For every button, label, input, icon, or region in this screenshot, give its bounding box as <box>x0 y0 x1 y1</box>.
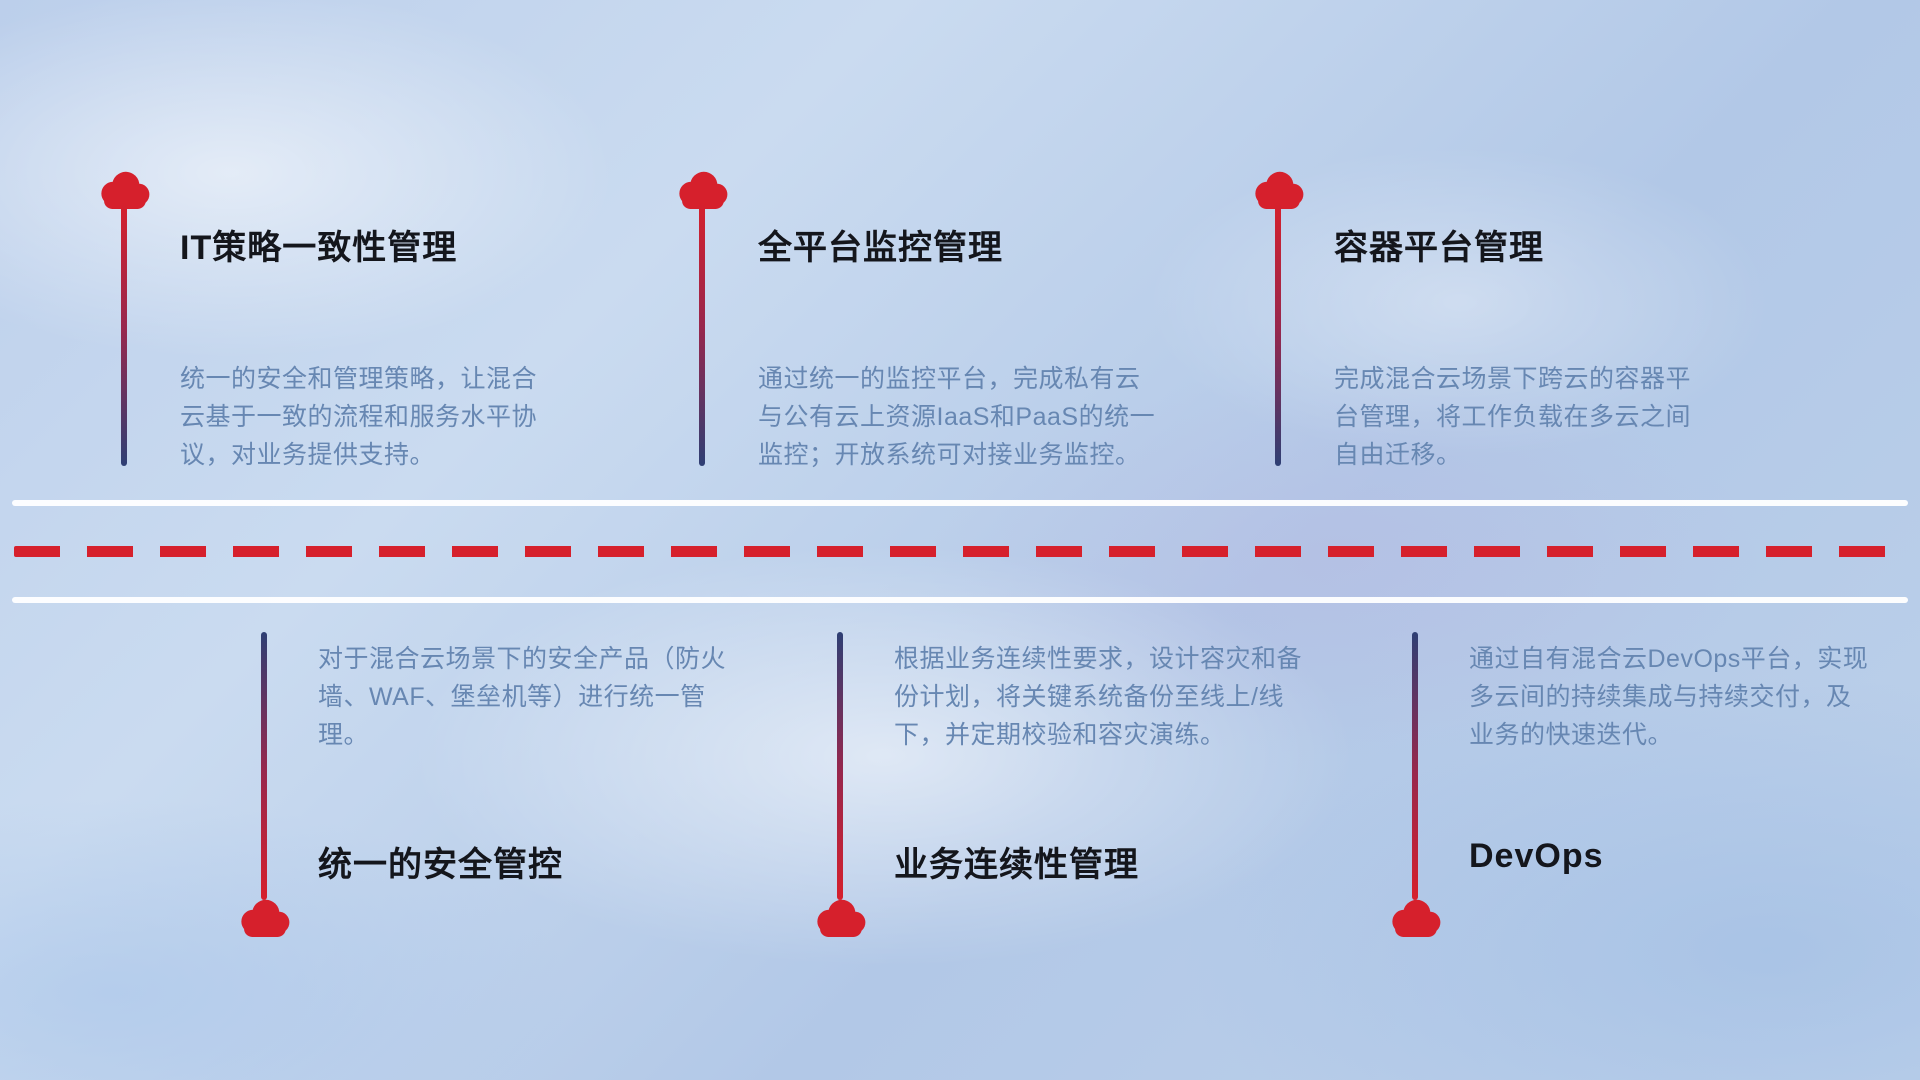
diagram-item-container-platform: 容器平台管理 完成混合云场景下跨云的容器平台管理，将工作负载在多云之间自由迁移。 <box>1249 168 1729 469</box>
item-description: 完成混合云场景下跨云的容器平台管理，将工作负载在多云之间自由迁移。 <box>1334 365 1692 469</box>
item-title: 容器平台管理 <box>1334 229 1544 267</box>
cloud-icon <box>101 171 150 209</box>
diagram-item-platform-monitoring: 全平台监控管理 通过统一的监控平台，完成私有云与公有云上资源IaaS和PaaS的… <box>673 168 1155 469</box>
item-description: 对于混合云场景下的安全产品（防火墙、WAF、堡垒机等）进行统一管理。 <box>318 645 727 749</box>
diagram-item-security-control: 对于混合云场景下的安全产品（防火墙、WAF、堡垒机等）进行统一管理。 统一的安全… <box>235 632 726 942</box>
timeline-connector <box>837 632 843 900</box>
cloud-icon <box>1255 171 1304 209</box>
cloud-icon <box>1392 899 1441 937</box>
item-title: 统一的安全管控 <box>318 846 563 884</box>
cloud-icon <box>679 171 728 209</box>
item-title: 全平台监控管理 <box>758 229 1003 267</box>
diagram-item-devops: 通过自有混合云DevOps平台，实现多云间的持续集成与持续交付，及业务的快速迭代… <box>1386 632 1869 942</box>
diagram-item-it-policy: IT策略一致性管理 统一的安全和管理策略，让混合云基于一致的流程和服务水平协议，… <box>95 168 575 469</box>
item-description: 统一的安全和管理策略，让混合云基于一致的流程和服务水平协议，对业务提供支持。 <box>180 365 538 469</box>
item-title: DevOps <box>1469 837 1604 875</box>
timeline-connector <box>261 632 267 900</box>
item-title: IT策略一致性管理 <box>180 229 458 267</box>
timeline-connector <box>1412 632 1418 900</box>
road-line-bottom <box>12 597 1908 603</box>
road-dashed-line <box>14 546 1906 557</box>
cloud-icon <box>241 899 290 937</box>
item-description: 通过统一的监控平台，完成私有云与公有云上资源IaaS和PaaS的统一监控；开放系… <box>758 365 1156 469</box>
item-title: 业务连续性管理 <box>894 846 1139 884</box>
timeline-connector <box>699 202 705 466</box>
diagram-item-business-continuity: 根据业务连续性要求，设计容灾和备份计划，将关键系统备份至线上/线下，并定期校验和… <box>811 632 1302 942</box>
item-description: 根据业务连续性要求，设计容灾和备份计划，将关键系统备份至线上/线下，并定期校验和… <box>894 645 1303 749</box>
item-description: 通过自有混合云DevOps平台，实现多云间的持续集成与持续交付，及业务的快速迭代… <box>1469 645 1869 749</box>
road-line-top <box>12 500 1908 506</box>
timeline-connector <box>1275 202 1281 466</box>
timeline-connector <box>121 202 127 466</box>
cloud-icon <box>817 899 866 937</box>
